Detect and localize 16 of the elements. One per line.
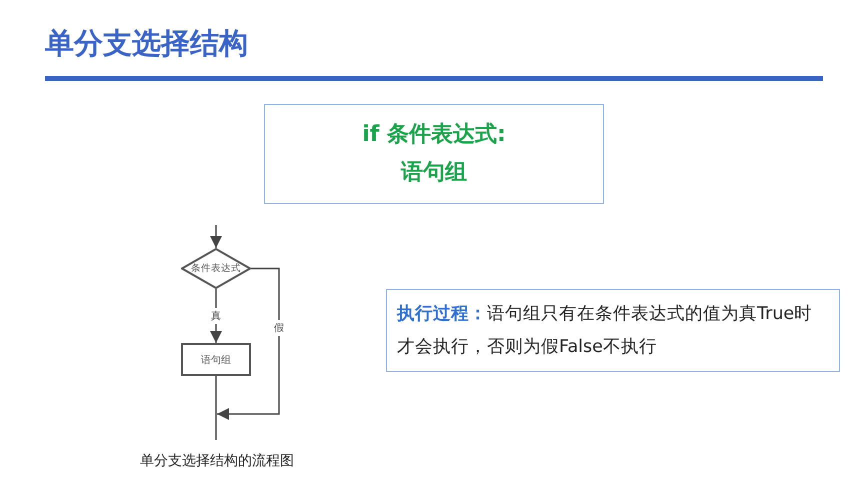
slide-title: 单分支选择结构	[45, 25, 248, 62]
code-box	[264, 104, 604, 204]
edge-label: 真	[210, 308, 222, 324]
note-box	[386, 289, 840, 372]
arrow	[217, 268, 280, 420]
node-label: 语句组	[201, 354, 231, 366]
code-line: if 条件表达式:	[362, 121, 506, 149]
connector-line	[215, 376, 217, 440]
process-box	[181, 343, 251, 376]
code-line: 语句组	[401, 159, 467, 187]
explanation-text: 执行过程：语句组只有在条件表达式的值为真True时才会执行，否则为假False不执行	[397, 302, 814, 358]
edge-label: 假	[273, 320, 285, 336]
arrow	[210, 289, 222, 343]
figure-caption: 单分支选择结构的流程图	[140, 452, 294, 470]
node-label: 条件表达式	[191, 262, 241, 275]
arrow	[210, 225, 222, 248]
